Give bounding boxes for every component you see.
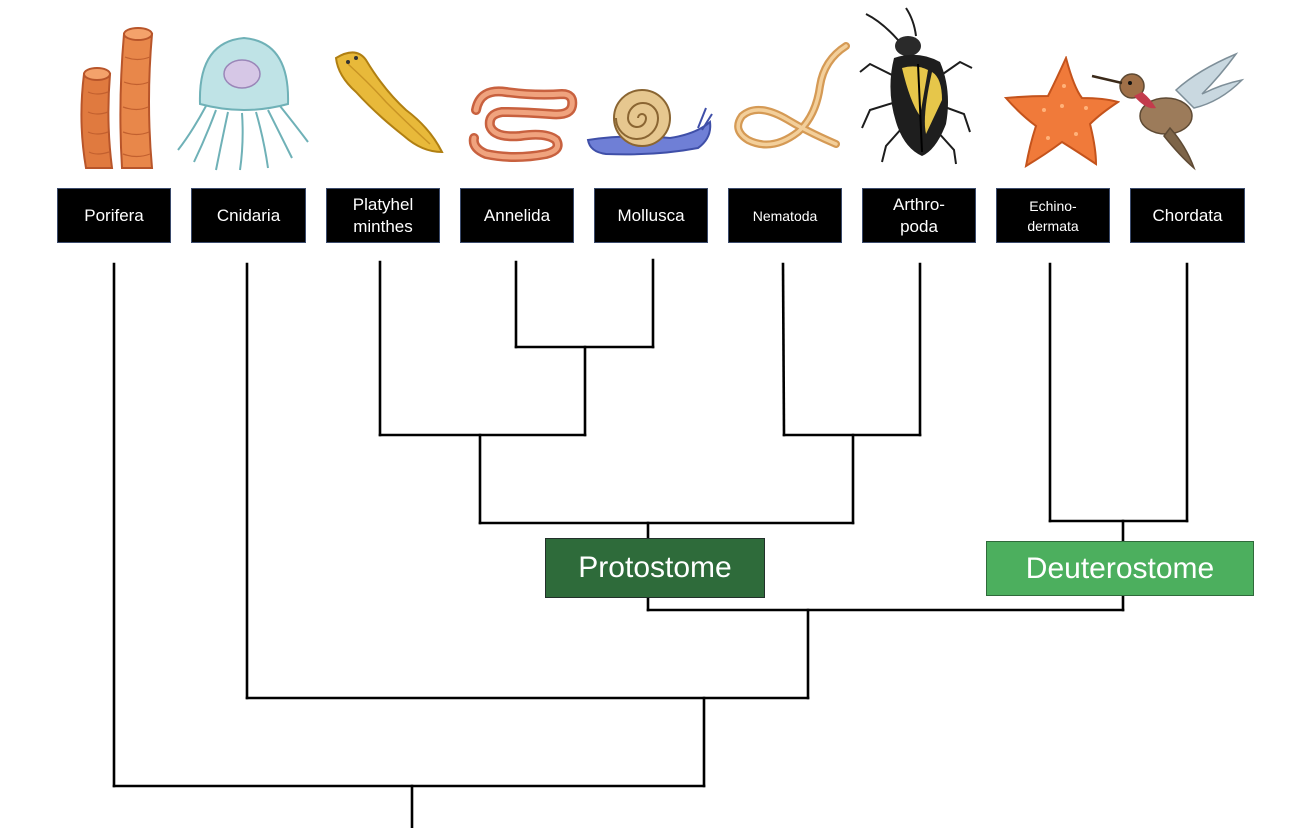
taxon-label-arthropoda: Arthro- poda (862, 188, 976, 243)
earthworm-icon (466, 80, 578, 165)
deuterostome-clade-label: Deuterostome (986, 541, 1254, 596)
taxon-label-annelida: Annelida (460, 188, 574, 243)
protostome-clade-label: Protostome (545, 538, 765, 598)
taxon-label-nematoda: Nematoda (728, 188, 842, 243)
taxon-label-cnidaria: Cnidaria (191, 188, 306, 243)
taxon-label-echinodermata: Echino- dermata (996, 188, 1110, 243)
taxon-label-platyhelminthes: Platyhel minthes (326, 188, 440, 243)
hummingbird-icon (1090, 50, 1246, 174)
branch-nematoda (781, 262, 786, 437)
beetle-icon (856, 6, 976, 166)
snail-icon (586, 82, 714, 162)
taxon-label-porifera: Porifera (57, 188, 171, 243)
flatworm-icon (326, 40, 446, 160)
sponge-icon (72, 22, 172, 170)
taxon-label-chordata: Chordata (1130, 188, 1245, 243)
roundworm-icon (728, 40, 856, 160)
jellyfish-icon (172, 22, 312, 172)
taxon-label-mollusca: Mollusca (594, 188, 708, 243)
starfish-icon (1004, 56, 1120, 168)
